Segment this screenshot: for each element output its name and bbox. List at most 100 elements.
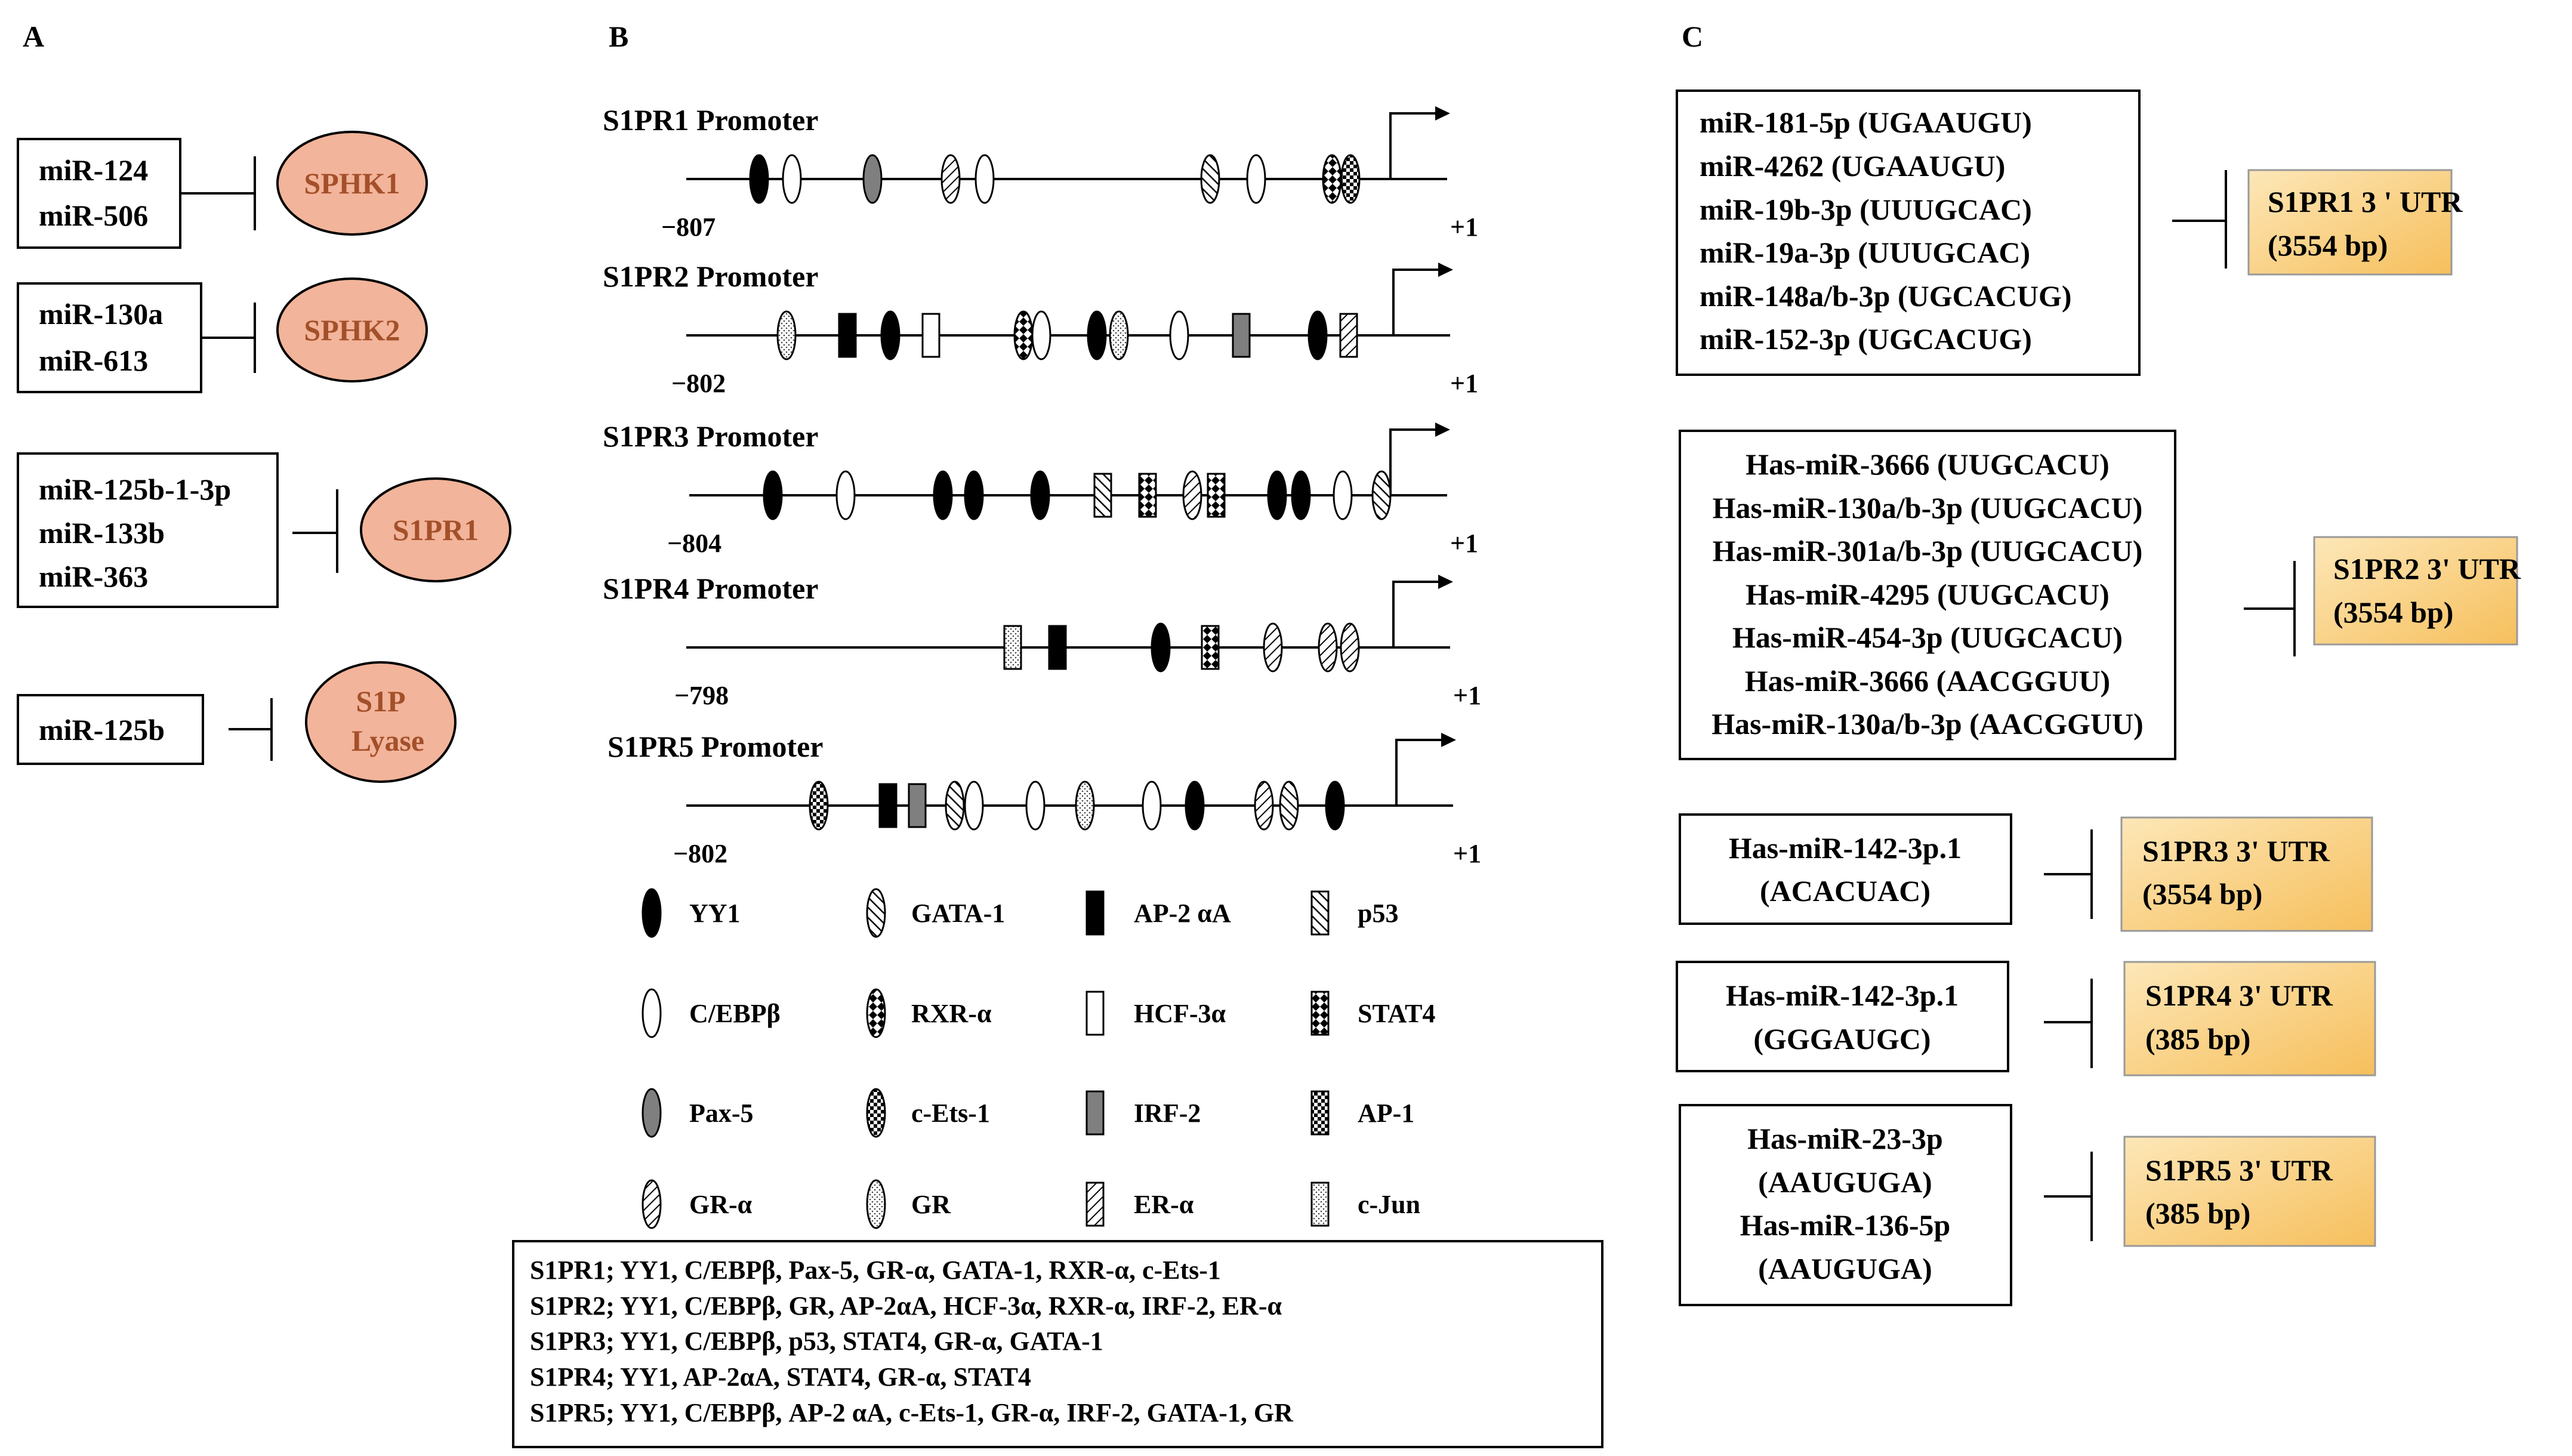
mirna-label: miR-124: [39, 153, 148, 187]
promoter-end-position: +1: [1450, 529, 1478, 558]
promoter-track-5: S1PR5 Promoter−802+1: [607, 730, 1481, 868]
site-irf-2: [908, 783, 927, 828]
summary-line: S1PR2; YY1, C/EBPβ, GR, AP-2αA, HCF-3α, …: [530, 1291, 1282, 1321]
legend-symbol-ap-1: [1310, 1090, 1330, 1136]
legend-label: AP-1: [1358, 1099, 1414, 1128]
utr-label: (385 bp): [2145, 1022, 2250, 1056]
legend-label: IRF-2: [1134, 1099, 1201, 1128]
site-yy1: [1151, 622, 1171, 673]
utr-box: [2313, 536, 2518, 646]
utr-box: [2123, 1136, 2376, 1247]
promoter-end-position: +1: [1453, 681, 1481, 710]
summary-line: S1PR3; YY1, C/EBPβ, p53, STAT4, GR-α, GA…: [530, 1327, 1103, 1356]
mirna-label: Has-miR-136-5p: [1740, 1208, 1951, 1242]
legend-label: ER-α: [1134, 1190, 1194, 1219]
mirna-box: [17, 138, 181, 249]
site-c-ebp: [1031, 310, 1051, 360]
mirna-label: Has-miR-3666 (UUGCACU): [1745, 448, 2110, 481]
legend-symbol-c-jun: [1310, 1182, 1330, 1227]
tss-arrow: [1392, 269, 1444, 335]
site-gata-1: [1279, 781, 1299, 831]
summary-line: S1PR5; YY1, C/EBPβ, AP-2 αA, c-Ets-1, GR…: [530, 1398, 1294, 1427]
site-ap-2-a: [1048, 625, 1067, 670]
site-stat4: [1207, 473, 1226, 518]
site-hcf-3: [921, 313, 940, 358]
panel-b-label: B: [609, 20, 628, 53]
mirna-label: Has-miR-142-3p.1: [1726, 979, 1959, 1012]
legend-item-ap-2-a: AP-2 αA: [1085, 890, 1231, 936]
promoter-title: S1PR4 Promoter: [603, 572, 818, 605]
promoter-track-4: S1PR4 Promoter−798+1: [603, 572, 1481, 710]
site-gr: [1182, 470, 1202, 520]
site-c-ets-1: [809, 781, 829, 831]
site-gr: [1075, 781, 1095, 831]
site-c-ebp: [974, 154, 995, 204]
mirna-label: Has-miR-454-3p (UUGCACU): [1732, 621, 2123, 654]
legend-item-p53: p53: [1310, 890, 1398, 936]
utr-box: [2120, 816, 2373, 932]
legend-label: RXR-α: [911, 999, 992, 1028]
site-gata-1: [945, 781, 965, 831]
mirna-label: Has-miR-301a/b-3p (UUGCACU): [1713, 534, 2143, 567]
site-c-ebp: [1025, 781, 1046, 831]
legend-item-pax-5: Pax-5: [642, 1088, 754, 1138]
target-enzyme: [305, 661, 457, 783]
mirna-label: miR-133b: [39, 516, 165, 550]
site-c-ebp: [835, 470, 856, 520]
site-gr: [1263, 622, 1283, 673]
promoter-title: S1PR5 Promoter: [607, 730, 823, 763]
mirna-label: Has-miR-4295 (UUGCACU): [1745, 578, 2110, 611]
legend-item-c-ebp: C/EBPβ: [642, 988, 781, 1038]
utr-label: S1PR2 3' UTR: [2333, 552, 2521, 585]
target-enzyme: [360, 477, 511, 582]
site-er: [1339, 313, 1358, 358]
site-irf-2: [1232, 313, 1251, 358]
legend-label: YY1: [689, 899, 741, 928]
legend-label: STAT4: [1358, 999, 1435, 1028]
legend-item-stat4: STAT4: [1310, 991, 1435, 1036]
site-yy1: [1030, 470, 1050, 520]
site-rxr: [1322, 154, 1342, 204]
legend-symbol-ap-2-a: [1085, 890, 1105, 936]
site-c-ebp: [964, 781, 984, 831]
tss-arrowhead: [1438, 575, 1453, 589]
mirna-label: miR-130a: [39, 297, 163, 331]
mirna-box: [1679, 1104, 2012, 1306]
mirna-label: Has-miR-130a/b-3p (UUGCACU): [1713, 491, 2143, 525]
target-enzyme: [276, 277, 428, 382]
site-pax-5: [862, 154, 883, 204]
utr-label: (385 bp): [2145, 1196, 2250, 1230]
target-label: SPHK1: [304, 166, 400, 200]
promoter-start-position: −802: [673, 839, 727, 868]
site-gr: [776, 310, 797, 360]
tss-arrowhead: [1435, 106, 1450, 121]
site-c-ebp: [1333, 470, 1353, 520]
promoter-start-position: −804: [667, 529, 721, 558]
mirna-label: miR-125b: [39, 713, 165, 746]
site-gr: [1254, 781, 1274, 831]
mirna-label: (GGGAUGC): [1753, 1022, 1930, 1056]
legend-symbol-c-ebp: [642, 988, 662, 1038]
legend-label: GR: [911, 1190, 951, 1219]
tss-arrowhead: [1435, 422, 1450, 437]
legend-symbol-rxr: [866, 988, 886, 1038]
site-yy1: [1291, 470, 1311, 520]
promoter-end-position: +1: [1450, 212, 1478, 242]
legend-symbol-c-ets-1: [866, 1088, 886, 1138]
tss-arrow: [1389, 112, 1441, 179]
mirna-label: miR-148a/b-3p (UGCACUG): [1700, 279, 2072, 313]
legend-label: GR-α: [689, 1190, 753, 1219]
utr-label: (3554 bp): [2142, 877, 2262, 911]
mirna-box: [1676, 90, 2141, 376]
site-stat4: [1138, 473, 1157, 518]
mirna-label: Has-miR-130a/b-3p (AACGGUU): [1711, 707, 2144, 741]
tss-arrow: [1392, 581, 1444, 647]
site-yy1: [1325, 781, 1345, 831]
mirna-label: Has-miR-142-3p.1: [1729, 831, 1962, 865]
mirna-box: [1679, 813, 2012, 925]
legend-item-c-jun: c-Jun: [1310, 1182, 1420, 1227]
mirna-label: miR-363: [39, 560, 148, 593]
legend-item-gr: GR-α: [642, 1179, 753, 1229]
site-stat4: [1201, 625, 1220, 670]
mirna-label: miR-506: [39, 199, 148, 232]
